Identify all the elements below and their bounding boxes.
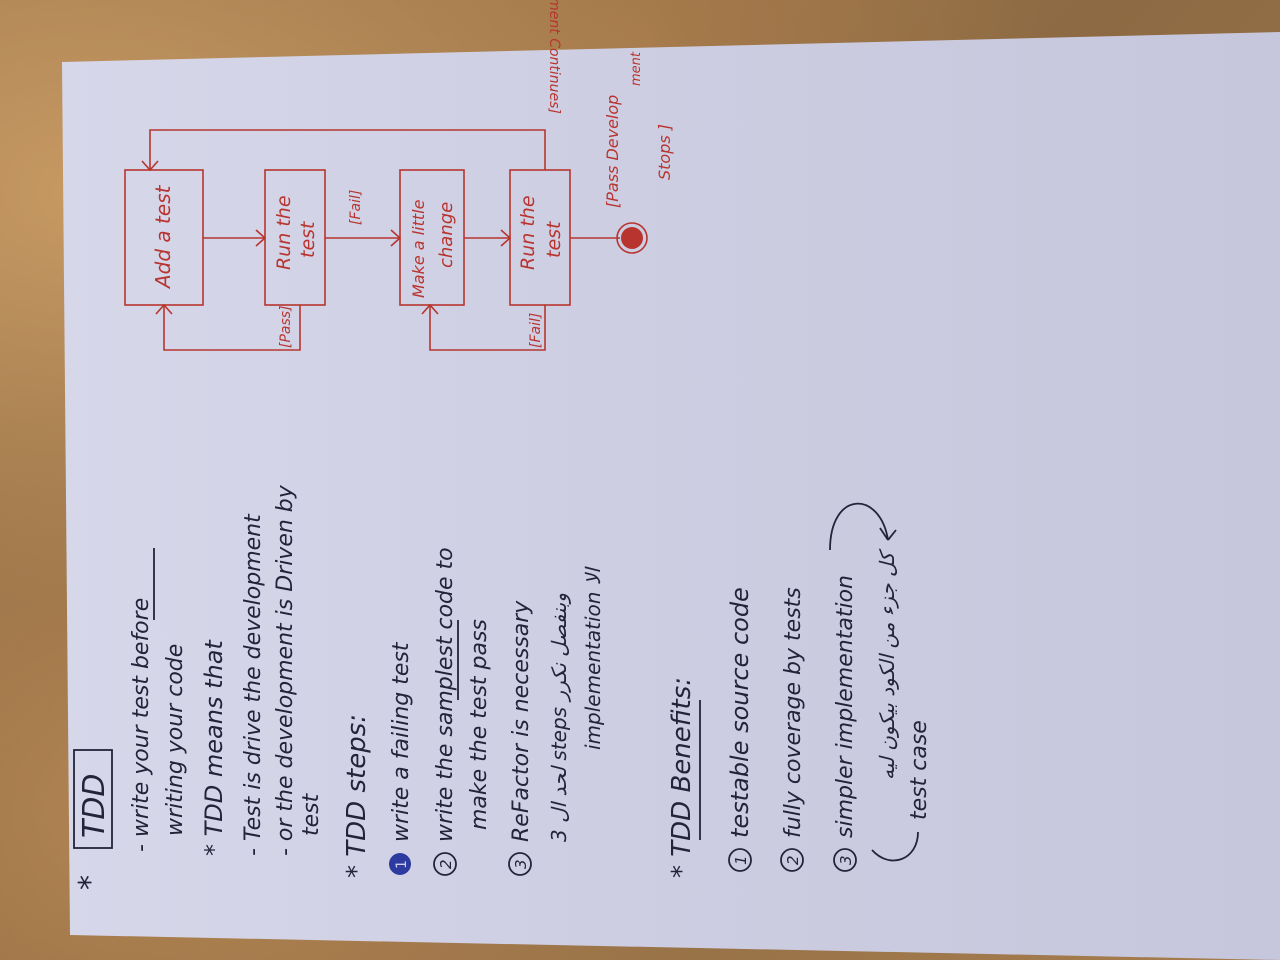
title-star: * — [73, 875, 108, 890]
box-run-test-1-line-a: Run the — [273, 195, 295, 270]
label-fail-1: [Fail] — [348, 190, 364, 225]
end-state-icon — [621, 227, 643, 249]
box-make-change-line-a: Make a little — [409, 199, 428, 298]
label-stops-b: ment — [629, 51, 644, 86]
means-heading: * TDD means that — [200, 639, 228, 856]
label-fail-2: [Fail] — [528, 313, 544, 348]
test-case-text: test case — [907, 720, 932, 820]
step2-number: 2 — [437, 859, 455, 869]
step2-line-a: write the samplest code to — [433, 547, 458, 842]
step1-number-badge — [389, 853, 411, 875]
benefits-heading: * TDD Benefits: — [667, 677, 697, 878]
label-stops-a: [Pass Develop — [603, 95, 622, 208]
means-line-1: - Test is drive the development — [241, 513, 266, 856]
means-line-2a: - or the development is Driven by — [273, 484, 298, 856]
arabic-note-1: لحد ال 3 steps وبنفصل نكرر — [547, 593, 571, 842]
note-line-1: - write your test before — [129, 598, 154, 852]
loop-fail-back — [429, 305, 546, 351]
arrow-head-change-to-run — [500, 229, 512, 247]
benefit2-number-badge — [780, 848, 804, 872]
end-state-ring-icon — [616, 222, 648, 254]
step3-text: ReFactor is necessary — [509, 600, 534, 842]
arrow-head-add-to-run — [255, 229, 267, 247]
curved-arrow-icon — [829, 502, 889, 551]
means-line-2b: test — [299, 792, 324, 836]
arrow-head-icon — [879, 527, 897, 541]
box-run-test-2-line-a: Run the — [517, 195, 539, 270]
step2-line-b: make the test pass — [467, 619, 492, 830]
arabic-note-2: كل جزء من الكود بيكون ليه — [875, 548, 899, 780]
benefit3-text: simpler implementation — [833, 575, 858, 838]
arrow-head-run-to-change — [390, 229, 402, 247]
paper-sheet — [62, 32, 1280, 960]
benefit2-number: 2 — [784, 855, 802, 865]
loop-continues-arrow-head — [141, 160, 159, 172]
label-pass-continues: [Pass Development Continues] — [546, 0, 562, 114]
benefit1-number: 1 — [732, 855, 750, 865]
benefit3-number-badge — [833, 848, 857, 872]
label-pass: [Pass] — [278, 305, 294, 348]
loop-pass-back — [163, 305, 301, 351]
loop-continues — [149, 129, 546, 170]
box-run-test-1-line-b: test — [297, 220, 319, 258]
note-line-2: writing your code — [163, 644, 188, 836]
step3-number-badge — [508, 852, 532, 876]
benefit1-number-badge — [728, 848, 752, 872]
return-arrow-icon — [871, 831, 919, 862]
benefit1-text: testable source code — [726, 587, 754, 838]
loop-pass-arrow-head — [155, 303, 173, 315]
label-stops-c: Stops ] — [655, 124, 674, 180]
loop-fail-arrow-head — [421, 303, 439, 315]
step1-number: 1 — [394, 860, 410, 869]
benefit3-number: 3 — [837, 855, 855, 865]
box-run-test-2-line-b: test — [543, 220, 565, 258]
step3-number: 3 — [512, 859, 530, 869]
title-box — [73, 749, 113, 849]
tdd-flow-diagram: Add a test Run the test Make a little ch… — [124, 0, 674, 351]
notes-block: * TDD - write your test before writing y… — [73, 484, 932, 890]
box-make-change-line-b: change — [436, 202, 457, 268]
step2-number-badge — [433, 852, 457, 876]
implementation-text: implementation الا — [581, 566, 605, 750]
title-text: TDD — [77, 773, 112, 838]
steps-heading: * TDD steps: — [342, 714, 372, 878]
box-add-a-test-label: Add a test — [151, 184, 175, 290]
benefit2-text: fully coverage by tests — [781, 587, 806, 838]
step1-text: write a failing test — [389, 641, 414, 842]
